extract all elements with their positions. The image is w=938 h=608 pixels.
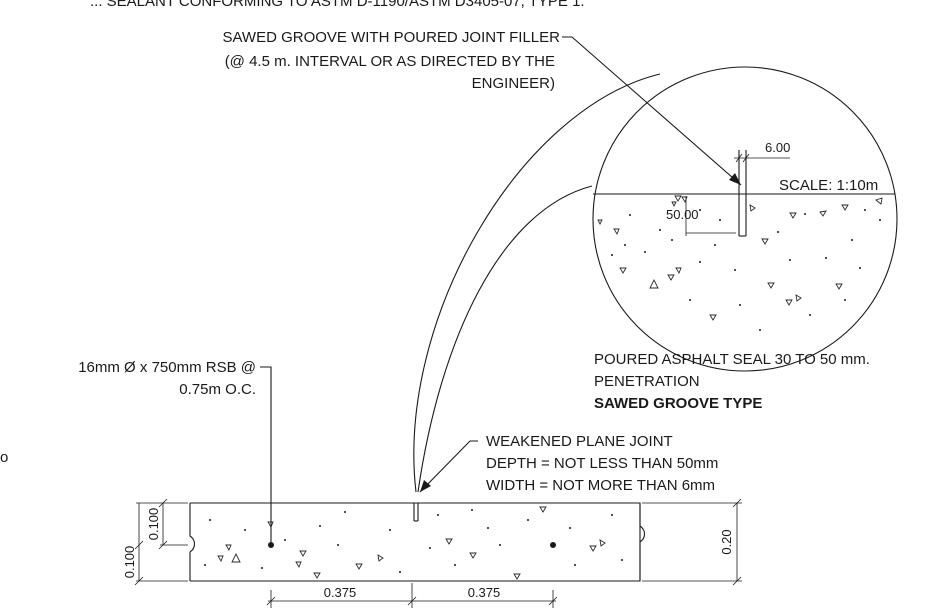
weakened-joint-line-3: WIDTH = NOT MORE THAN 6mm — [486, 477, 715, 494]
top-note-clipped: ... SEALANT CONFORMING TO ASTM D-1190/AS… — [90, 0, 585, 10]
groove-width-tick-1 — [735, 153, 743, 163]
left-dimensions: 0.100 0.100 — [122, 498, 188, 586]
bubble-connector-outer — [413, 73, 661, 493]
seal-note-line-2: PENETRATION — [594, 373, 700, 390]
weakened-joint-callout: WEAKENED PLANE JOINT DEPTH = NOT LESS TH… — [419, 433, 718, 494]
seal-note-line-1: POURED ASPHALT SEAL 30 TO 50 mm. — [594, 351, 870, 368]
groove-filler-arrowhead — [729, 173, 741, 185]
groove-filler-leader — [562, 36, 742, 186]
bubble-connector-inner — [417, 185, 593, 493]
slab-aggregate — [217, 506, 606, 580]
dowel-bar-right — [550, 542, 556, 548]
left-dim-upper: 0.100 — [146, 508, 161, 541]
weakened-joint-leader — [419, 440, 478, 493]
detail-circle: 6.00 50.00 SCALE: 1:10m — [592, 66, 898, 412]
groove-depth-dim: 50.00 — [666, 207, 699, 222]
slab-thickness-dim: 0.20 — [719, 529, 734, 554]
groove-filler-line-2: (@ 4.5 m. INTERVAL OR AS DIRECTED BY THE — [225, 53, 555, 70]
groove-width-dim: 6.00 — [765, 140, 790, 155]
bottom-dim-left: 0.375 — [324, 585, 357, 600]
slab-sand-dots — [204, 509, 623, 573]
slab-section — [189, 502, 646, 582]
groove-filler-callout: SAWED GROOVE WITH POURED JOINT FILLER (@… — [222, 29, 742, 186]
margin-fragment: o — [0, 449, 8, 466]
weakened-joint-line-1: WEAKENED PLANE JOINT — [486, 433, 673, 450]
detail-scale: SCALE: 1:10m — [779, 177, 878, 194]
slab-left-key — [189, 503, 196, 581]
bottom-dim-right: 0.375 — [468, 585, 501, 600]
left-dim-lower: 0.100 — [122, 546, 137, 579]
weakened-joint-line-2: DEPTH = NOT LESS THAN 50mm — [486, 455, 718, 472]
dowel-bar-left — [268, 542, 274, 548]
detail-boundary — [592, 66, 898, 372]
detail-title: SAWED GROOVE TYPE — [594, 395, 762, 412]
detail-sand-dots — [611, 209, 881, 331]
bottom-dimensions: 0.375 0.375 — [266, 583, 558, 608]
slab-outline — [190, 502, 641, 582]
dowel-line-2: 0.75m O.C. — [179, 381, 256, 398]
dowel-leader — [260, 366, 272, 545]
groove-filler-line-1: SAWED GROOVE WITH POURED JOINT FILLER — [222, 29, 560, 46]
right-dimension: 0.20 — [642, 498, 742, 586]
detail-aggregate — [597, 195, 883, 321]
dowel-callout: 16mm Ø x 750mm RSB @ 0.75m O.C. — [78, 359, 274, 548]
groove-width-tick-2 — [742, 153, 750, 163]
weakened-joint-arrowhead — [420, 480, 431, 492]
slab-right-key — [639, 503, 646, 581]
groove-filler-line-3: ENGINEER) — [472, 75, 555, 92]
dowel-line-1: 16mm Ø x 750mm RSB @ — [78, 359, 256, 376]
